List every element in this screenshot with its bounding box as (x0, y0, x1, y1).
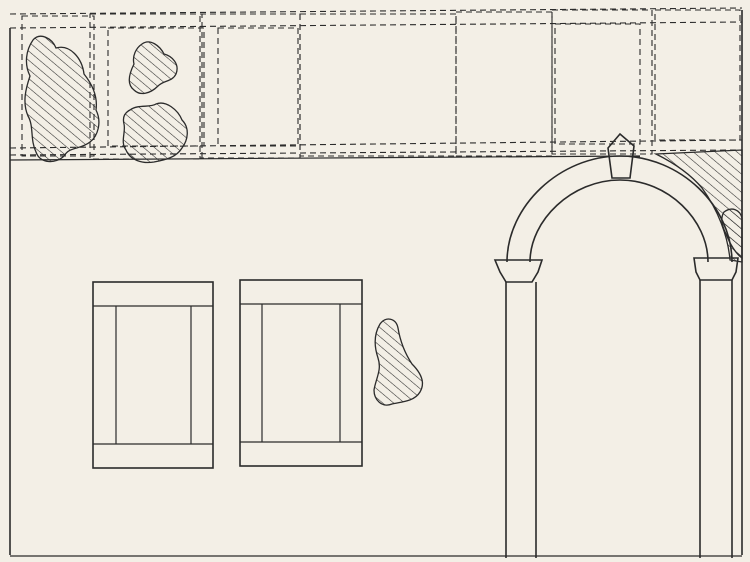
patch-top-center-lower (122, 102, 188, 164)
window-right (239, 279, 363, 467)
patch-top-center-small (128, 41, 178, 95)
dashed-panel-grid (9, 7, 743, 160)
patch-arch-spandrel (653, 149, 743, 263)
capital-left (493, 259, 544, 283)
window-left (92, 281, 214, 469)
keystone (607, 132, 635, 179)
hatched-damage-patches (24, 35, 743, 406)
patch-right-of-windows (373, 318, 424, 406)
patch-top-left-large (24, 35, 100, 163)
arched-doorway (493, 132, 739, 558)
patch-arch-edge (721, 208, 743, 260)
